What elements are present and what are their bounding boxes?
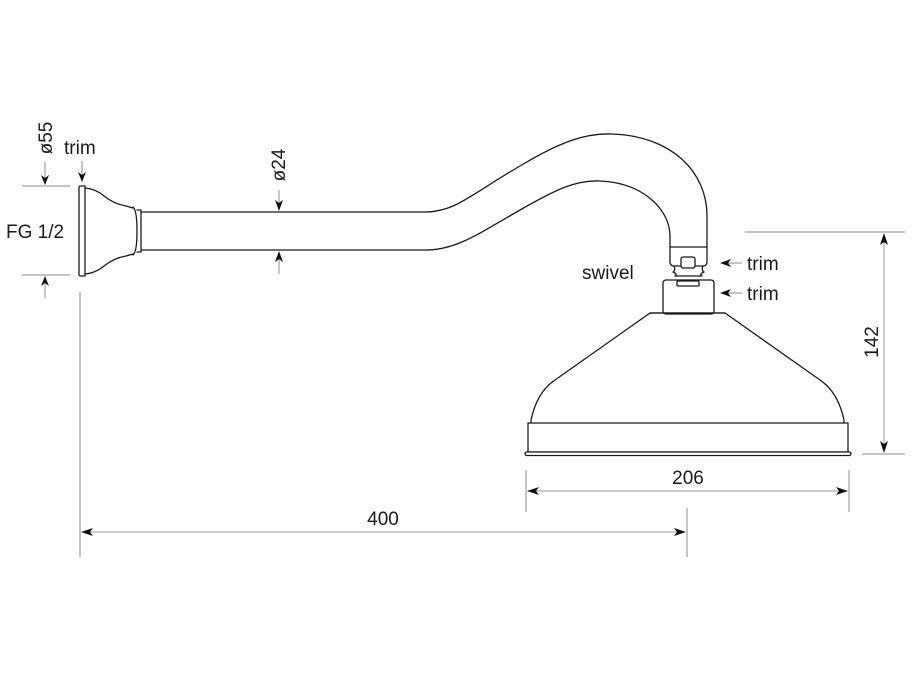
trim-wall-label: trim xyxy=(64,138,96,159)
callout-trim-lower: trim xyxy=(720,284,779,305)
swivel-joint xyxy=(662,256,715,315)
callout-trim-upper: trim xyxy=(720,254,779,275)
trim-upper-label: trim xyxy=(747,254,779,275)
dimension-head-height: 142 xyxy=(745,231,905,455)
thread-label: FG 1/2 xyxy=(6,222,64,243)
shower-head xyxy=(524,312,852,457)
swivel-label: swivel xyxy=(582,263,634,284)
dimension-arm-diameter: ø24 xyxy=(269,148,290,274)
dimension-projection-label: 400 xyxy=(367,509,399,530)
dimension-flange: ø55 FG 1/2 xyxy=(6,122,70,298)
wall-flange xyxy=(78,185,142,277)
trim-lower-label: trim xyxy=(747,284,779,305)
dimension-head-diameter: 206 xyxy=(525,468,850,512)
callout-swivel: swivel xyxy=(582,263,634,284)
dimension-projection: 400 xyxy=(79,292,688,557)
arm-diameter-label: ø24 xyxy=(269,148,290,181)
dimension-head-height-label: 142 xyxy=(862,326,883,358)
shower-arm xyxy=(140,133,708,267)
callout-trim-wall: trim xyxy=(64,138,96,182)
dimension-head-diameter-label: 206 xyxy=(672,468,704,489)
flange-diameter-label: ø55 xyxy=(36,122,57,155)
